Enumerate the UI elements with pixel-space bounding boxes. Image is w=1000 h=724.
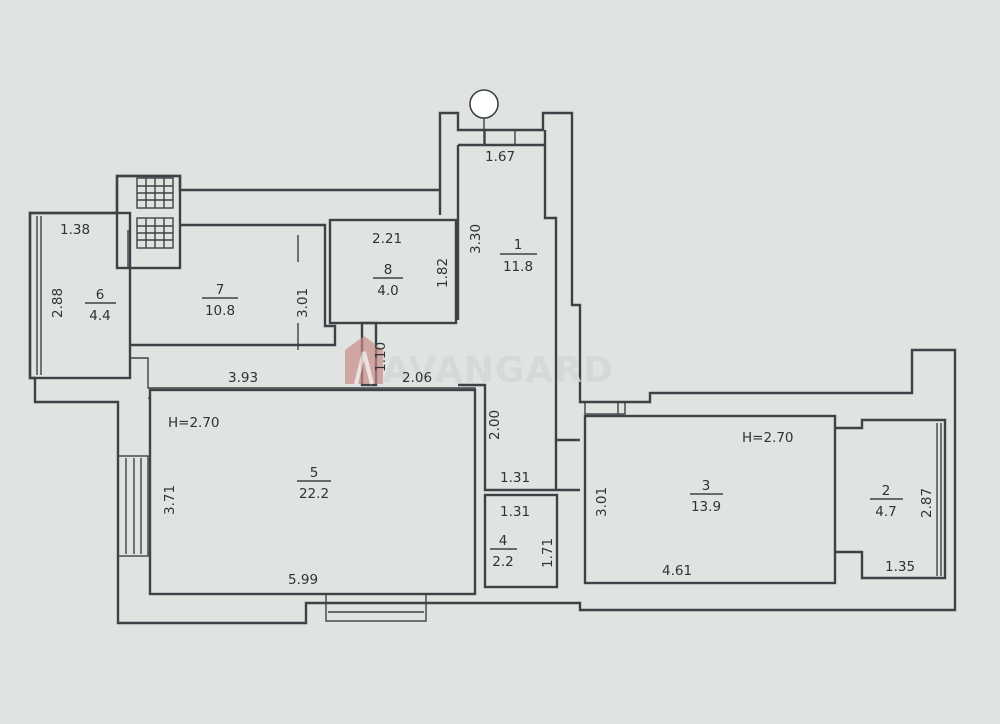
- room-8: [328, 218, 458, 325]
- dimension-hall-bottom-width: 1.31: [500, 470, 530, 486]
- room-label-7: 7 10.8: [202, 282, 238, 319]
- dimension-room5-depth: 3.71: [162, 485, 178, 515]
- room-number: 6: [96, 287, 105, 303]
- room-label-8: 8 4.0: [373, 262, 403, 299]
- dimension-room5-width: 5.99: [288, 572, 318, 588]
- dimension-balcony-right-length: 2.87: [919, 488, 935, 518]
- room-area: 11.8: [503, 259, 533, 275]
- dimension-room3-depth: 3.01: [594, 487, 610, 517]
- room-label-4: 4 2.2: [490, 533, 517, 570]
- dimension-room5-top-right: 2.06: [402, 370, 432, 386]
- ventilation-grid-icon: [137, 178, 173, 208]
- dimension-hall-lower: 2.00: [487, 410, 503, 440]
- room-2-balcony: [834, 418, 947, 580]
- room-area: 4.7: [875, 504, 896, 520]
- watermark-logo: AVANGARD: [345, 336, 614, 391]
- dimension-room8-width: 2.21: [372, 231, 402, 247]
- ventilation-grid-icon: [137, 218, 173, 248]
- dimension-corridor-width: 1.10: [373, 342, 389, 372]
- room-number: 2: [882, 483, 891, 499]
- room-7: [130, 223, 337, 350]
- room-area: 4.0: [377, 283, 398, 299]
- dimension-hall-width: 1.67: [485, 149, 515, 165]
- dimension-balcony-left-length: 2.88: [50, 288, 66, 318]
- room-label-1: 1 11.8: [500, 237, 537, 275]
- ceiling-height-room3: H=2.70: [742, 430, 794, 446]
- dimension-room3-width: 4.61: [662, 563, 692, 579]
- room-label-6: 6 4.4: [85, 287, 116, 324]
- room-number: 8: [384, 262, 393, 278]
- dimension-balcony-left-width: 1.38: [60, 222, 90, 238]
- dimension-room5-top-left: 3.93: [228, 370, 258, 386]
- room-number: 4: [499, 533, 508, 549]
- room-label-2: 2 4.7: [870, 483, 903, 520]
- ceiling-height-room5: H=2.70: [168, 415, 220, 431]
- dimension-room4-width: 1.31: [500, 504, 530, 520]
- room-area: 13.9: [691, 499, 721, 515]
- room-number: 3: [702, 478, 711, 494]
- dimension-hall-length: 3.30: [468, 224, 484, 254]
- riser-circle-icon: [469, 89, 499, 145]
- room-area: 4.4: [89, 308, 110, 324]
- room-number: 7: [216, 282, 225, 298]
- dimension-balcony-right-width: 1.35: [885, 559, 915, 575]
- watermark-text: AVANGARD: [382, 350, 614, 391]
- room-area: 10.8: [205, 303, 235, 319]
- room-number: 1: [514, 237, 523, 253]
- room-area: 22.2: [299, 486, 329, 502]
- room-label-5: 5 22.2: [297, 465, 331, 502]
- dimension-room4-length: 1.71: [540, 538, 556, 568]
- room-4: [483, 493, 559, 589]
- room-1-hall: [456, 130, 580, 492]
- room-number: 5: [310, 465, 319, 481]
- room-5: [117, 388, 477, 622]
- room-label-3: 3 13.9: [690, 478, 723, 515]
- dimension-room8-length: 1.82: [435, 258, 451, 288]
- room-area: 2.2: [492, 554, 513, 570]
- dimension-room7-depth: 3.01: [295, 288, 311, 318]
- room-6-balcony: [28, 211, 132, 380]
